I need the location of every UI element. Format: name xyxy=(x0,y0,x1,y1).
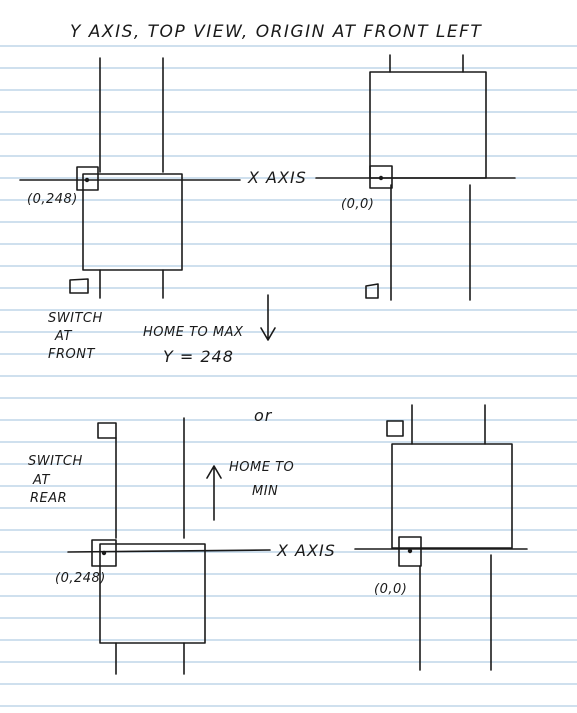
switch-label-line-2: AT xyxy=(54,329,72,344)
x-axis-label: X AXIS xyxy=(247,168,307,187)
carriage-box xyxy=(82,173,183,271)
switch-label-line-3: REAR xyxy=(30,491,67,506)
limit-switch xyxy=(97,422,117,439)
panel-top-right: (0,0) xyxy=(315,54,516,301)
limit-switch xyxy=(69,278,89,294)
switch-label-line-1: SWITCH xyxy=(48,311,103,326)
carriage-box xyxy=(99,543,206,644)
notebook-rule-lines xyxy=(0,45,577,707)
x-axis-line xyxy=(67,549,271,553)
origin-point xyxy=(378,175,384,181)
origin-label: (0,248) xyxy=(27,192,78,207)
y-value-label: Y = 248 xyxy=(163,347,234,366)
home-direction-arrow-up xyxy=(206,465,222,521)
limit-switch xyxy=(365,283,379,299)
panel-bottom-right: X AXIS (0,0) xyxy=(276,404,528,671)
origin-marker xyxy=(398,536,422,567)
origin-label: (0,248) xyxy=(55,571,106,586)
home-label: HOME TO MAX xyxy=(143,325,244,340)
switch-label-line-2: AT xyxy=(32,473,50,488)
origin-marker xyxy=(91,539,117,567)
origin-point xyxy=(101,550,107,556)
limit-switch xyxy=(386,420,404,437)
panel-bottom-left: SWITCH AT REAR HOME TO MIN (0,248) xyxy=(28,417,294,675)
origin-marker xyxy=(76,166,99,191)
carriage-box xyxy=(391,443,513,549)
switch-label-line-1: SWITCH xyxy=(28,454,83,469)
home-label-line-2: MIN xyxy=(252,484,278,499)
home-direction-arrow-down xyxy=(260,294,276,341)
home-label-line-1: HOME TO xyxy=(229,460,294,475)
origin-label: (0,0) xyxy=(341,197,374,212)
x-axis-label: X AXIS xyxy=(276,541,336,560)
carriage-box xyxy=(369,71,487,179)
panel-top-left: X AXIS (0,248) SWITCH AT FRONT HOME TO M… xyxy=(19,57,307,366)
origin-marker xyxy=(369,165,393,189)
or-divider-label: or xyxy=(254,406,273,425)
origin-point xyxy=(407,548,413,554)
origin-point xyxy=(84,177,90,183)
diagram-title: Y AXIS, TOP VIEW, ORIGIN AT FRONT LEFT xyxy=(70,22,482,42)
switch-label-line-3: FRONT xyxy=(48,347,95,362)
origin-label: (0,0) xyxy=(374,582,407,597)
